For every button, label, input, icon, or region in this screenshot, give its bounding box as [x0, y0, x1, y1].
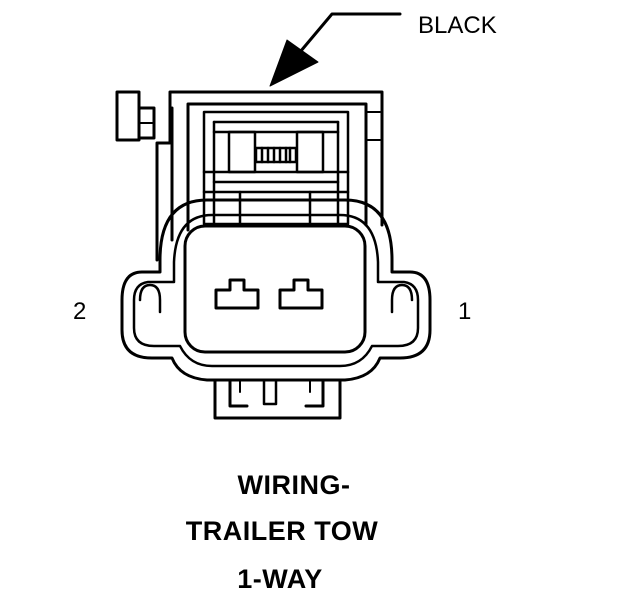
title-line-3: 1-WAY	[237, 564, 323, 594]
pin-label-1: 1	[458, 298, 472, 325]
pin-cavities	[214, 278, 324, 310]
terminal-block	[202, 110, 350, 226]
callout-leader	[269, 12, 402, 87]
connector-front-shroud	[120, 198, 432, 382]
title-line-1: WIRING-	[237, 470, 351, 500]
title-line-2: TRAILER TOW	[185, 516, 379, 546]
callout-label-black: BLACK	[418, 12, 497, 39]
wire-exit	[213, 378, 342, 420]
cavity-pin-2	[214, 278, 260, 310]
cavity-pin-1	[278, 278, 324, 310]
pin-label-2: 2	[73, 298, 87, 325]
arrow-head-icon	[269, 39, 319, 87]
connector-rear-housing	[115, 90, 384, 262]
